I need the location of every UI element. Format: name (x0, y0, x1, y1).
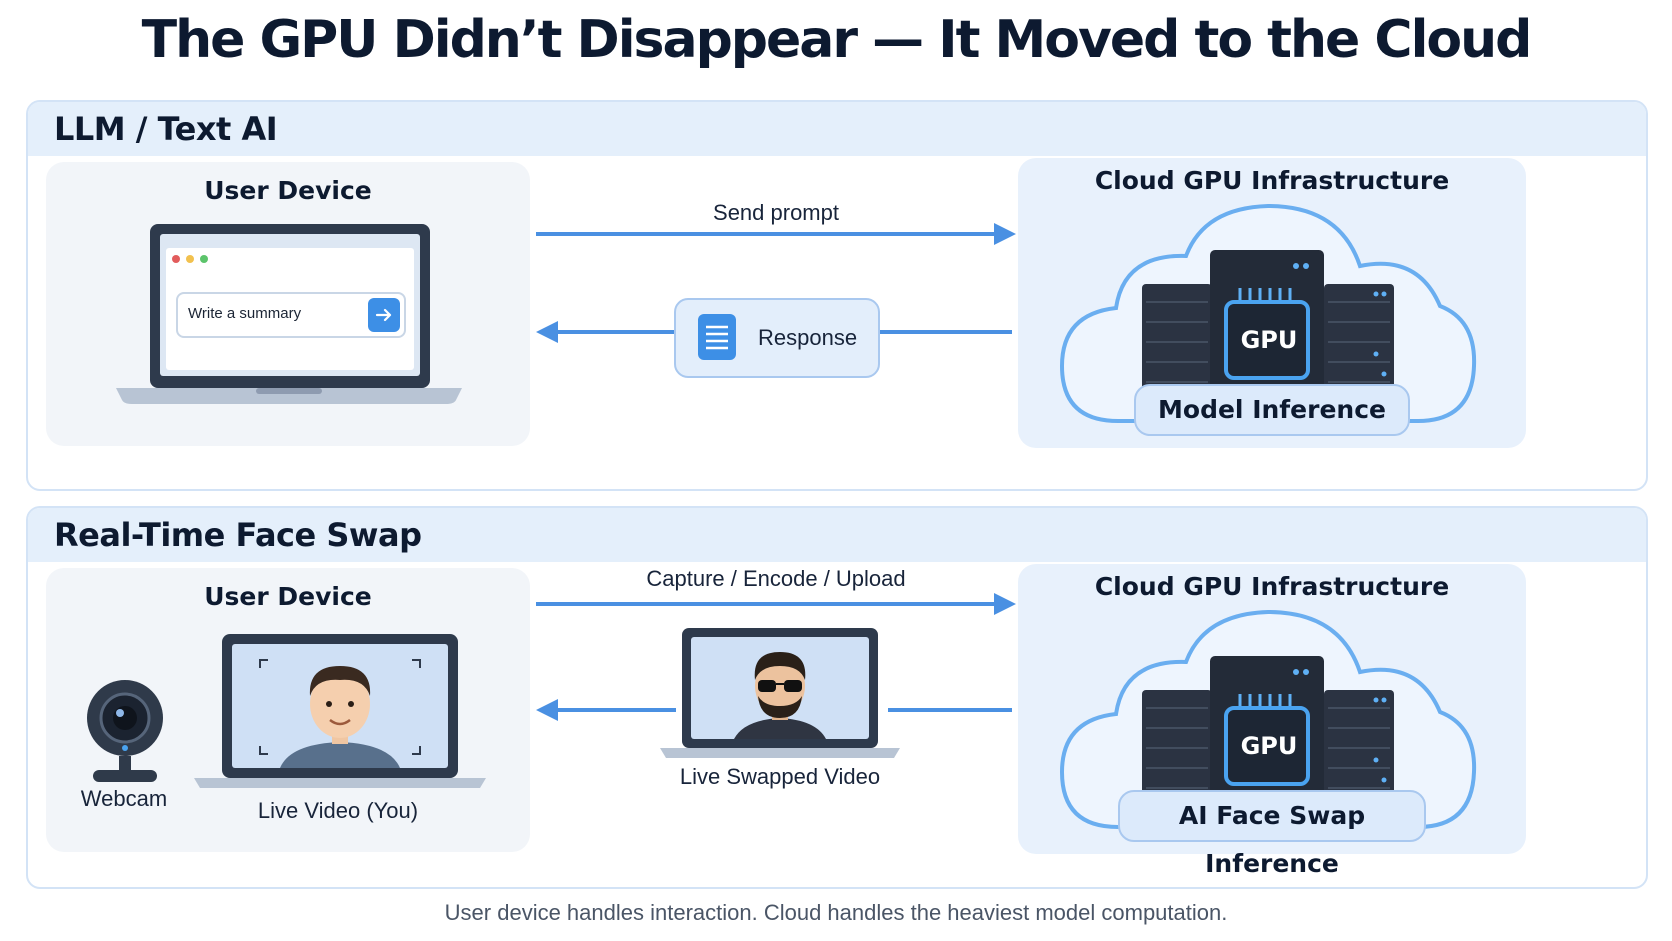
return-arrow (536, 699, 1012, 721)
forward-arrow (536, 593, 1016, 615)
panel-title: Cloud GPU Infrastructure (1094, 572, 1450, 601)
response-box: Response (674, 298, 880, 378)
arrow-label: Capture / Encode / Upload (646, 566, 906, 591)
panel-title: Cloud GPU Infrastructure (1094, 166, 1450, 195)
swapped-video-label: Live Swapped Video (679, 764, 881, 789)
cloud-icon (1059, 203, 1477, 423)
prompt-input-text: Write a summary (188, 305, 302, 322)
panel-title: User Device (204, 176, 372, 205)
response-label: Response (758, 325, 858, 350)
section-heading: LLM / Text AI (54, 110, 278, 148)
laptop-swapped-video-icon (660, 628, 900, 758)
gpu-chip-label: GPU (1240, 732, 1298, 760)
cloud-panel: Cloud GPU Infrastructure (1018, 564, 1526, 878)
gpu-chip-label: GPU (1240, 326, 1298, 354)
arrow-label: Send prompt (713, 200, 839, 225)
section-header: Real-Time Face Swap (28, 508, 1646, 562)
section-header: LLM / Text AI (28, 102, 1646, 156)
page-title: The GPU Didn’t Disappear — It Moved to t… (141, 10, 1533, 70)
arrow-right-icon (375, 308, 392, 322)
panel-title: User Device (204, 582, 372, 611)
inference-pill: Model Inference (1134, 384, 1410, 436)
return-arrow (536, 321, 1012, 343)
section-heading: Real-Time Face Swap (54, 516, 422, 554)
cloud-panel: Cloud GPU Infrastructure (1018, 158, 1526, 448)
send-button[interactable] (368, 298, 400, 332)
user-device-panel: User Device Write a summary (46, 162, 530, 446)
prompt-input[interactable]: Write a summary (176, 292, 406, 338)
document-icon (698, 314, 736, 360)
user-device-panel: User Device Webcam Live Vid (46, 568, 530, 852)
webcam-icon (87, 680, 163, 782)
live-video-label: Live Video (You) (257, 798, 419, 823)
laptop-icon (116, 224, 462, 404)
section-face-swap: Real-Time Face Swap User Device Webcam (26, 506, 1648, 889)
section-llm: LLM / Text AI User Device Write a summar… (26, 100, 1648, 491)
inference-pill: AI Face Swap Inference (1118, 790, 1426, 878)
webcam-label: Webcam (80, 786, 168, 811)
forward-arrow (536, 223, 1016, 245)
cloud-icon (1059, 609, 1477, 829)
footnote: User device handles interaction. Cloud h… (444, 900, 1228, 925)
laptop-video-icon (194, 634, 486, 788)
